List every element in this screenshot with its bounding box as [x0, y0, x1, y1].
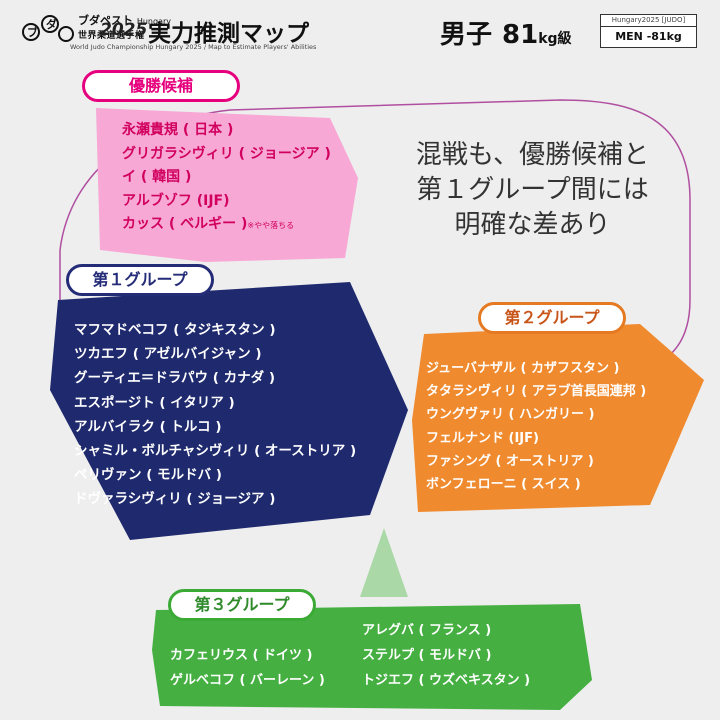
list-item: カフェリウス ( ドイツ ) — [170, 648, 313, 663]
list-item: ボンフェローニ ( スイス ) — [426, 477, 581, 493]
svg-text:ダ: ダ — [46, 17, 57, 31]
list-item: ウングヴァリ ( ハンガリー ) — [426, 407, 595, 423]
list-item: ステルプ ( モルドバ ) — [362, 648, 492, 663]
group3-list-right: アレグバ ( フランス ) ステルプ ( モルドバ ) トジエフ ( ウズベキス… — [362, 618, 530, 693]
connector-triangle — [360, 528, 408, 597]
list-item: ツカエフ ( アゼルバイジャン ) — [74, 346, 262, 363]
group2-zone — [412, 324, 704, 512]
list-item: グリガラシヴィリ ( ジョージア ) — [122, 145, 331, 162]
group3-zone — [152, 604, 592, 710]
list-item: アレグバ ( フランス ) — [362, 623, 492, 638]
list-item: フェルナンド (IJF) — [426, 430, 539, 446]
english-class-box: Hungary2025 [JUDO] MEN -81kg — [600, 14, 697, 48]
championship-logo-icon: ブ ダ — [22, 15, 74, 42]
header: ブ ダ ブダペスト Hungary 世界柔道選手権 2025 実力推測マップ W… — [0, 0, 720, 60]
group1-zone — [50, 282, 408, 540]
logo-text: ブダペスト Hungary 世界柔道選手権 — [78, 14, 172, 41]
list-item: トジエフ ( ウズベキスタン ) — [362, 673, 531, 688]
map-title: 実力推測マップ — [148, 21, 309, 47]
list-item: カッス ( ベルギー )※やや落ちる — [122, 216, 295, 232]
group2-label: 第２グループ — [478, 302, 626, 334]
favorites-zone — [96, 108, 358, 262]
list-item: イ ( 韓国 ) — [122, 169, 192, 185]
list-item: 永瀬貴規 ( 日本 ) — [122, 122, 234, 138]
list-item: エスポージト ( イタリア ) — [74, 394, 235, 411]
list-item: タタラシヴィリ ( アラブ首長国連邦 ) — [426, 384, 647, 400]
group3-label: 第３グループ — [168, 589, 316, 621]
favorites-label: 優勝候補 — [82, 70, 240, 102]
group1-list: マフマドベコフ ( タジキスタン ) ツカエフ ( アゼルバイジャン ) グーテ… — [74, 318, 356, 512]
list-item: アルバイラク ( トルコ ) — [74, 418, 222, 435]
list-item: ジューバナザル ( カザフスタン ) — [426, 361, 620, 376]
list-item: ドヴァラシヴィリ ( ジョージア ) — [74, 491, 276, 508]
list-item: ゲルベコフ ( バーレーン ) — [170, 673, 325, 688]
list-item: シャミル・ボルチャシヴィリ ( オーストリア ) — [74, 443, 357, 460]
note-text: ※やや落ちる — [247, 221, 295, 230]
group2-list: ジューバナザル ( カザフスタン ) タタラシヴィリ ( アラブ首長国連邦 ) … — [426, 357, 646, 496]
list-item: ファシング ( オーストリア ) — [426, 453, 594, 469]
list-item: グーティエ＝ドラパウ ( カナダ ) — [74, 370, 275, 387]
favorites-list: 永瀬貴規 ( 日本 ) グリガラシヴィリ ( ジョージア ) イ ( 韓国 ) … — [122, 119, 331, 238]
group3-list-left: カフェリウス ( ドイツ ) ゲルベコフ ( バーレーン ) — [170, 643, 325, 693]
headline: 混戦も、優勝候補と 第１グループ間には 明確な差あり — [415, 140, 650, 240]
group1-label: 第１グループ — [66, 264, 214, 296]
logo-year: 2025 — [100, 20, 148, 40]
list-item: ペリヴァン ( モルドバ ) — [74, 467, 222, 484]
svg-text:ブ: ブ — [27, 25, 38, 39]
list-item: アルブゾフ (IJF) — [122, 192, 230, 209]
subtitle: World Judo Championship Hungary 2025 / M… — [70, 43, 317, 51]
list-item: マフマドベコフ ( タジキスタン ) — [74, 322, 276, 338]
